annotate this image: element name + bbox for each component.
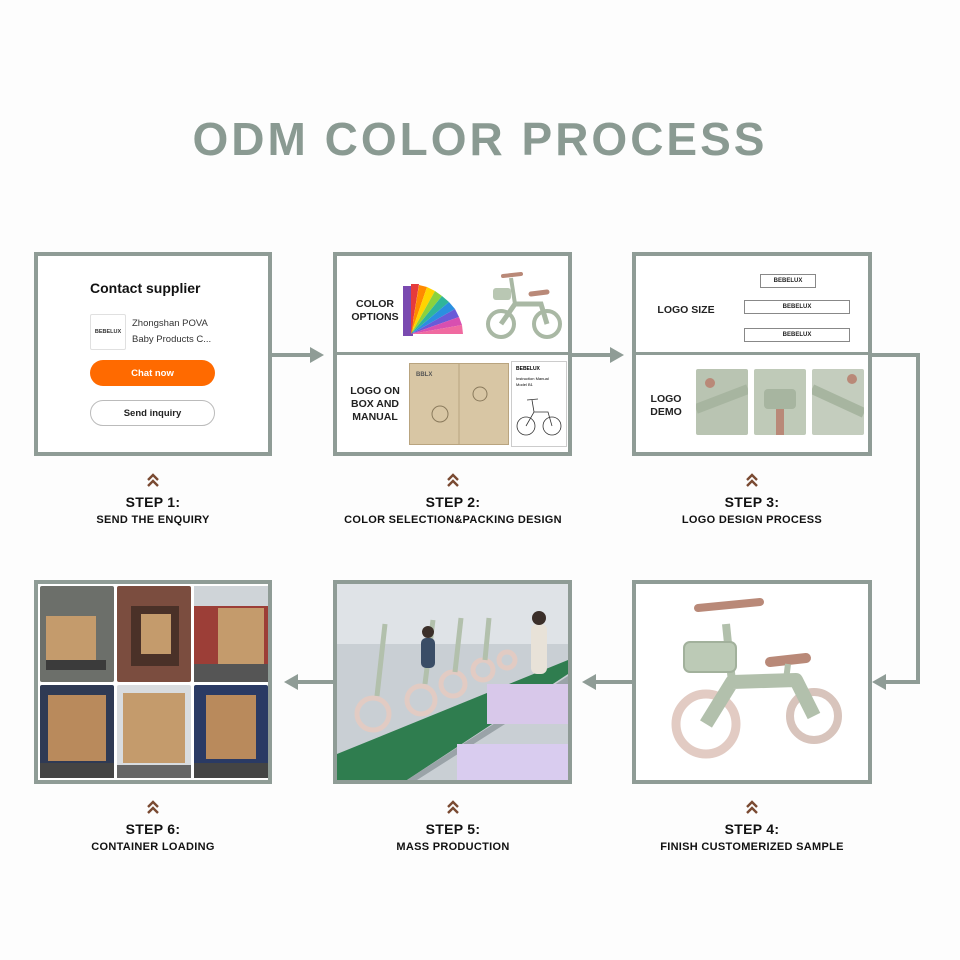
- packing-box-image: BBLX: [409, 363, 509, 445]
- chevron-up-double-icon: [147, 800, 159, 814]
- step3-number: STEP 3:: [724, 494, 780, 510]
- contact-supplier-heading: Contact supplier: [90, 280, 201, 296]
- step1-name: SEND THE ENQUIRY: [96, 514, 210, 526]
- step6-number: STEP 6:: [125, 821, 181, 837]
- chat-now-button[interactable]: Chat now: [90, 360, 215, 386]
- logo-demo-label: LOGO DEMO: [650, 393, 682, 418]
- logo-demo-photo-2: [754, 369, 806, 435]
- step4-name: FINISH CUSTOMERIZED SAMPLE: [660, 841, 844, 853]
- page-title: ODM COLOR PROCESS: [192, 113, 768, 165]
- logo-demo-photo-1: [694, 369, 750, 435]
- balance-bike-image: [486, 272, 562, 339]
- step2-name: COLOR SELECTION&PACKING DESIGN: [344, 514, 562, 526]
- logo-demo-section: LOGO DEMO: [636, 355, 868, 452]
- color-swatch-fan-image: [403, 284, 463, 336]
- production-line-image: [337, 584, 568, 780]
- chevron-up-double-icon: [447, 800, 459, 814]
- chevron-up-double-icon: [147, 473, 159, 487]
- container-photo-1: [40, 586, 114, 682]
- chevron-up-double-icon: [746, 800, 758, 814]
- container-photo-3: [194, 586, 268, 682]
- step5-caption: STEP 5: MASS PRODUCTION: [303, 799, 603, 853]
- container-photo-5: [117, 685, 191, 778]
- step2-number: STEP 2:: [425, 494, 481, 510]
- step3-panel: LOGO SIZE BEBELUX BEBELUX BEBELUX LOGO D…: [632, 252, 872, 456]
- logo-size-section: LOGO SIZE BEBELUX BEBELUX BEBELUX: [636, 256, 868, 355]
- step5-panel: [333, 580, 572, 784]
- step2-panel: COLOR OPTIONS: [333, 252, 572, 456]
- logo-size-sample-large: BEBELUX: [744, 328, 850, 342]
- step4-panel: [632, 580, 872, 784]
- send-inquiry-button[interactable]: Send inquiry: [90, 400, 215, 426]
- step5-name: MASS PRODUCTION: [396, 841, 510, 853]
- container-photo-4: [40, 685, 114, 778]
- step5-number: STEP 5:: [425, 821, 481, 837]
- step2-caption: STEP 2: COLOR SELECTION&PACKING DESIGN: [303, 472, 603, 526]
- step1-number: STEP 1:: [125, 494, 181, 510]
- step6-caption: STEP 6: CONTAINER LOADING: [3, 799, 303, 853]
- logo-size-sample-small: BEBELUX: [760, 274, 816, 288]
- container-photo-6: [194, 685, 268, 778]
- logo-size-label: LOGO SIZE: [657, 304, 715, 316]
- instruction-manual-image: BEBELUX Instruction Manual Model B1: [511, 361, 567, 447]
- step6-name: CONTAINER LOADING: [91, 841, 215, 853]
- step6-panel: [34, 580, 272, 784]
- step1-caption: STEP 1: SEND THE ENQUIRY: [3, 472, 303, 526]
- chevron-up-double-icon: [447, 473, 459, 487]
- logo-size-sample-medium: BEBELUX: [744, 300, 850, 314]
- color-options-section: COLOR OPTIONS: [337, 256, 568, 355]
- container-photo-2: [117, 586, 191, 682]
- supplier-logo: BEBELUX: [90, 314, 126, 350]
- logo-box-manual-label: LOGO ON BOX AND MANUAL: [350, 385, 400, 423]
- step1-panel: Contact supplier BEBELUX Zhongshan POVA …: [34, 252, 272, 456]
- logo-demo-photo-3: [809, 369, 867, 435]
- step4-number: STEP 4:: [724, 821, 780, 837]
- customized-sample-bike-image: [671, 598, 842, 759]
- step4-caption: STEP 4: FINISH CUSTOMERIZED SAMPLE: [602, 799, 902, 853]
- company-name: Zhongshan POVA Baby Products C...: [132, 318, 212, 345]
- step3-name: LOGO DESIGN PROCESS: [681, 514, 823, 526]
- step3-caption: STEP 3: LOGO DESIGN PROCESS: [602, 472, 902, 526]
- chevron-up-double-icon: [746, 473, 758, 487]
- color-options-label: COLOR OPTIONS: [351, 298, 399, 323]
- logo-box-manual-section: LOGO ON BOX AND MANUAL BBLX BEBELUX Inst…: [337, 355, 568, 452]
